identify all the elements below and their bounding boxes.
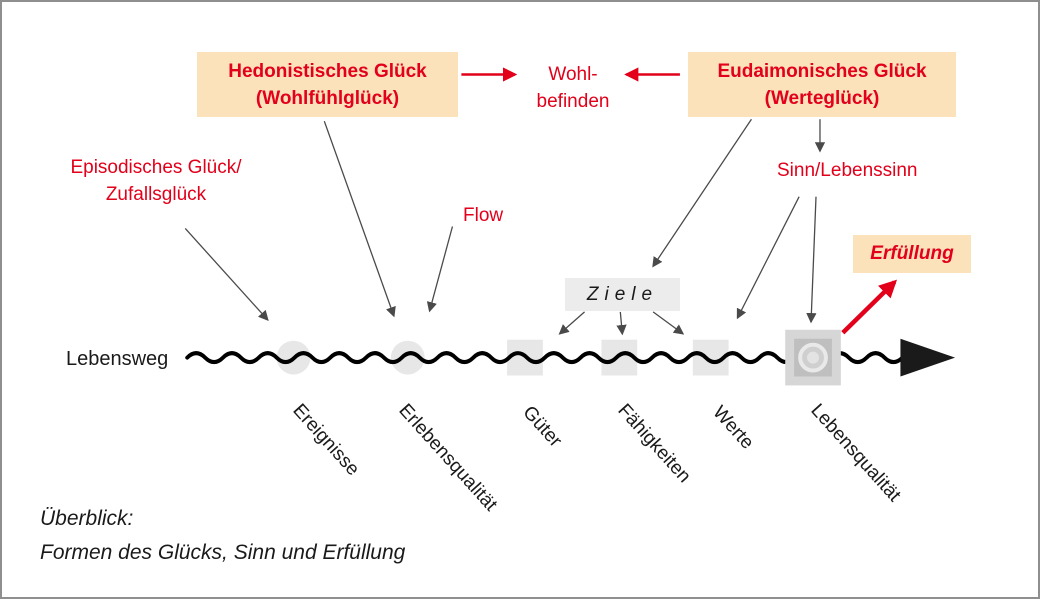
arrow-meaning-to-target [806,196,817,324]
arrow-episodic-to-event [184,228,269,322]
hedonistic-happiness-line2: (Wohlfühlglück) [255,87,400,109]
hedonistic-happiness-box: Hedonistisches Glück (Wohlfühlglück) [197,52,458,117]
arrow-goals-to-goods [558,311,585,335]
hedonistic-happiness-line1: Hedonistisches Glück [228,60,427,82]
caption-line2: Formen des Glücks, Sinn und Erfüllung [40,541,406,564]
eudaimonic-happiness-box: Eudaimonisches Glück (Werteglück) [688,52,956,117]
life-path-arrowhead [900,338,956,377]
flow-label: Flow [463,205,504,226]
arrow-meaning-to-values [736,196,800,320]
axis-label-faehigkeiten: Fähigkeiten [613,400,695,488]
arrow-hedonistic-to-experience [323,120,396,318]
fulfillment-box: Erfüllung [853,235,971,273]
experience-node-circle [390,340,425,375]
axis-label-gueter: Güter [518,402,566,452]
axis-label-erlebensqualitaet: Erlebensqualität [394,400,502,516]
arrow-target-to-fulfillment [841,279,898,335]
abilities-node-square [601,339,638,376]
arrow-eudaimonic-to-goals [652,118,752,268]
wellbeing-line2: befinden [536,91,610,112]
episodic-happiness-line1: Episodisches Glück/ [70,157,242,178]
caption-line1: Überblick: [40,507,134,530]
caption: Überblick: Formen des Glücks, Sinn und E… [40,502,405,570]
goods-node-square [507,339,543,376]
life-path-label: Lebensweg [66,348,169,370]
axis-label-ereignisse: Ereignisse [288,400,364,480]
goals-box: Ziele [565,278,680,311]
values-node-square [692,339,729,376]
event-node-circle [276,340,311,375]
eudaimonic-happiness-line1: Eudaimonisches Glück [717,60,927,82]
meaning-label: Sinn/Lebenssinn [777,160,918,181]
life-path-wavy-line [185,351,905,365]
wellbeing-label: Wohl- befinden [523,61,623,115]
life-quality-target-icon [785,329,841,386]
axis-label-werte: Werte [708,402,758,454]
axis-label-lebensqualitaet: Lebensqualität [806,400,905,506]
arrow-flow-to-experience [426,226,454,313]
eudaimonic-happiness-line2: (Werteglück) [764,87,880,109]
wellbeing-line1: Wohl- [548,64,598,85]
arrow-goals-to-abilities [616,311,627,336]
episodic-happiness-line2: Zufallsglück [105,184,207,205]
arrow-goals-to-values [652,311,685,335]
episodic-happiness-label: Episodisches Glück/ Zufallsglück [50,154,262,208]
